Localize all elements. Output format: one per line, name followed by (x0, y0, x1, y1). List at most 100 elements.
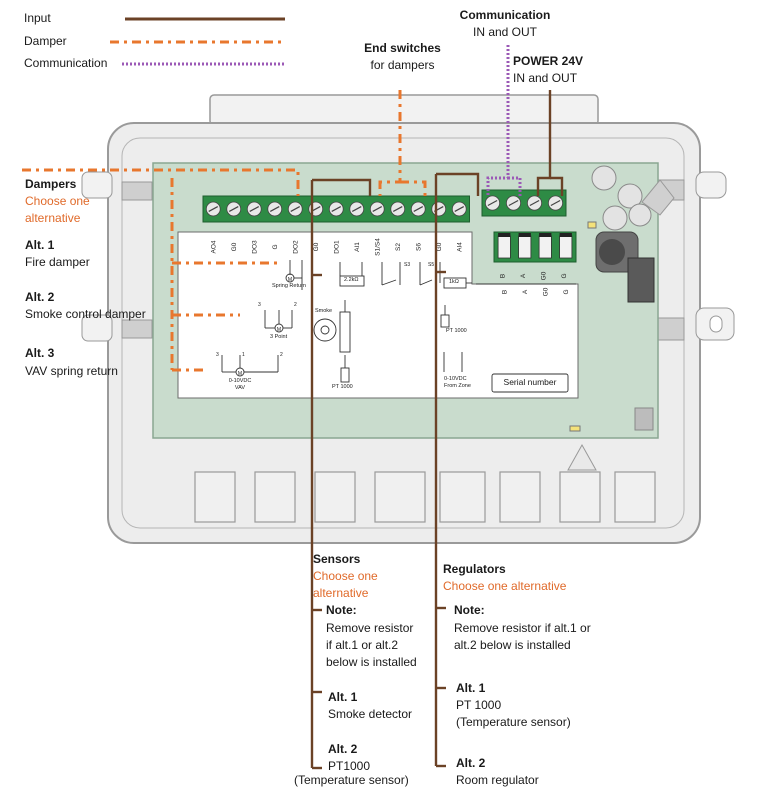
label-three-point: 3 Point (270, 334, 288, 340)
label-from-zone-1: 0-10VDC (444, 376, 467, 382)
power-callout-title: POWER 24V (513, 54, 584, 68)
left-clip-bottom (121, 319, 153, 339)
capacitor-3 (602, 205, 628, 231)
terminal-label: DO3 (251, 240, 258, 254)
terminal-block-power-comm (481, 189, 567, 217)
bus-terminal-socket-top (518, 233, 531, 237)
terminal-label: S1/S4 (374, 238, 381, 256)
regulators-note-title: Note: (454, 603, 485, 617)
terminal-label: S6 (415, 243, 422, 251)
terminal-label: AI4 (456, 242, 463, 252)
label-resistor-1k: 1kΩ (449, 279, 459, 285)
legend-input-label: Input (24, 11, 51, 25)
bus-terminal-label-lower: A (522, 289, 529, 294)
label-vav-1: 0-10VDC (228, 378, 252, 384)
terminal-label: G0 (231, 242, 238, 251)
dampers-alt1-title: Alt. 1 (25, 238, 55, 252)
sensors-alt2-title: Alt. 2 (328, 742, 358, 756)
label-pt1000-a: PT 1000 (332, 384, 353, 390)
regulators-alt2-text: Room regulator (456, 773, 539, 787)
sensors-note-line1: Remove resistor (326, 621, 414, 635)
label-pin-1-vav: 1 (242, 352, 245, 358)
led (587, 221, 597, 229)
terminal-block-bus (493, 231, 577, 263)
bus-terminal-socket[interactable] (497, 235, 511, 259)
main-terminal-screw-slot (228, 206, 239, 212)
dampers-alt3-title: Alt. 3 (25, 346, 55, 360)
capacitor-2 (617, 183, 643, 209)
bus-terminal-label: G0 (540, 271, 547, 280)
legend-damper-label: Damper (24, 34, 67, 48)
terminal-label: S2 (395, 243, 402, 251)
regulators-choose: Choose one alternative (443, 579, 567, 593)
label-spring-return: Spring Return (272, 283, 306, 289)
communication-callout-subtitle: IN and OUT (472, 25, 538, 39)
chip (627, 257, 655, 303)
communication-callout-title: Communication (459, 8, 551, 22)
end-switches-callout-subtitle: for dampers (370, 58, 435, 72)
dampers-alt3-text: VAV spring return (25, 364, 118, 378)
left-clip-top (121, 181, 153, 201)
sensors-note-line2: if alt.1 or alt.2 (326, 638, 399, 652)
bus-terminal-label: B (499, 274, 506, 278)
label-pin-3-spring: 3 (258, 302, 261, 308)
dampers-choose-line2: alternative (25, 211, 81, 225)
board-symbols (221, 260, 576, 393)
main-terminal-screw-slot (392, 206, 403, 212)
serial-number-label: Serial number (503, 377, 557, 387)
sensors-alt1-text: Smoke detector (328, 707, 413, 721)
regulators-alt1-text1: PT 1000 (456, 698, 502, 712)
bus-terminal-label-lower: G (563, 289, 570, 294)
power-comm-terminal-screw-slot (508, 199, 519, 207)
bus-terminal-socket-top (498, 233, 511, 237)
left-lug-bottom (81, 314, 113, 342)
label-vav-2: VAV (234, 385, 246, 391)
damper-wiring (22, 90, 427, 372)
main-terminal-screw-slot (208, 206, 219, 212)
dampers-alt1-text: Fire damper (25, 255, 90, 269)
terminal-label: DO1 (333, 240, 340, 254)
main-terminal-screw-slot (454, 206, 465, 212)
regulators-alt2-title: Alt. 2 (456, 756, 486, 770)
bus-terminal-label-lower: G0 (542, 287, 549, 296)
power-callout-subtitle: IN and OUT (513, 71, 578, 85)
legend-communication-label: Communication (24, 56, 108, 70)
main-terminal-screw-slot (331, 206, 342, 212)
bus-terminal-label: G (561, 273, 568, 278)
end-switches-callout-title: End switches (364, 41, 441, 55)
terminal-label: AO4 (210, 240, 217, 253)
sensors-choose-line2: alternative (313, 586, 369, 600)
bus-terminal-socket-top (559, 233, 572, 237)
svg-text:M: M (288, 277, 292, 283)
label-s3: S3 (404, 262, 411, 268)
sensors-choose-line1: Choose one (313, 569, 378, 583)
regulators-title: Regulators (443, 562, 506, 576)
dampers-alt2-title: Alt. 2 (25, 290, 55, 304)
dampers-choose-line1: Choose one (25, 194, 90, 208)
bus-terminal-label: A (520, 273, 527, 278)
right-lug-top (695, 171, 727, 199)
bus-terminal-socket[interactable] (559, 235, 573, 259)
terminal-label: DO2 (292, 240, 299, 254)
housing-bottom-slots (194, 471, 656, 523)
power-comm-terminal-screw-slot (529, 199, 540, 207)
label-pt1000-b: PT 1000 (446, 328, 467, 334)
main-terminal-screw-slot (413, 206, 424, 212)
main-terminal-screw-slot (372, 206, 383, 212)
label-resistor-2k2: 2.2kΩ (344, 277, 359, 283)
sensors-alt2-text2: (Temperature sensor) (294, 773, 409, 787)
main-terminal-screw-slot (269, 206, 280, 212)
capacitor-1 (591, 165, 617, 191)
bus-terminal-socket[interactable] (518, 235, 532, 259)
regulators-alt1-text2: (Temperature sensor) (456, 715, 571, 729)
dampers-alt2-text: Smoke control damper (25, 307, 146, 321)
sensors-alt1-title: Alt. 1 (328, 690, 358, 704)
svg-text:M: M (238, 371, 242, 377)
label-pin-2-spring: 2 (294, 302, 297, 308)
power-comm-terminal-screw-slot (550, 199, 561, 207)
terminal-label: G0 (313, 242, 320, 251)
bus-terminal-socket[interactable] (538, 235, 552, 259)
right-lug-hole (709, 315, 723, 333)
